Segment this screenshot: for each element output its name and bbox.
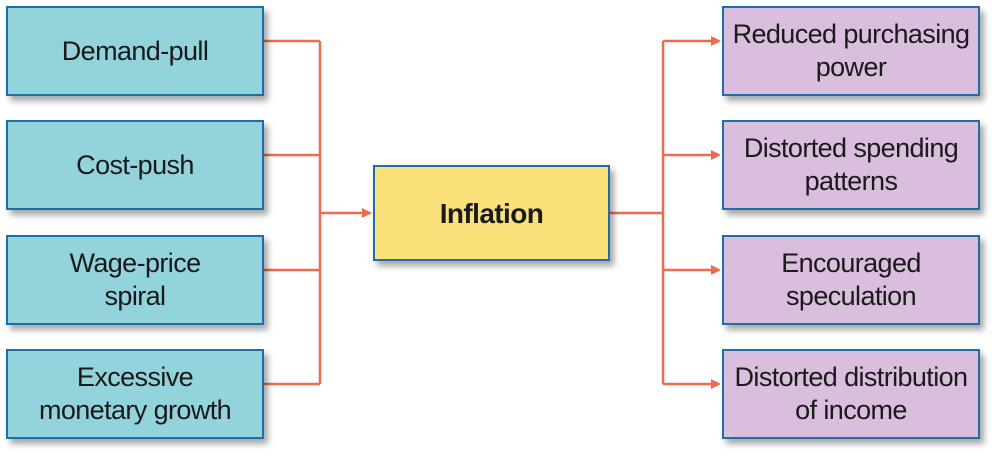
cause-box-excessive-monetary-growth: Excessive monetary growth xyxy=(6,349,264,439)
effect-label-line: of income xyxy=(795,395,907,425)
effect-label-line: patterns xyxy=(804,166,898,196)
effect-label-line: Distorted distribution xyxy=(734,362,969,392)
effect-label-line: Encouraged xyxy=(781,248,921,278)
cause-label-line: Wage-price xyxy=(69,248,201,278)
effect-box-reduced-purchasing-power: Reduced purchasing power xyxy=(722,6,980,96)
cause-box-cost-push: Cost-push xyxy=(6,120,264,210)
cause-box-wage-price-spiral: Wage-price spiral xyxy=(6,235,264,325)
center-label: Inflation xyxy=(439,197,544,229)
cause-box-demand-pull: Demand-pull xyxy=(6,6,264,96)
effect-box-distorted-distribution-of-income: Distorted distribution of income xyxy=(722,349,980,439)
effect-box-distorted-spending-patterns: Distorted spending patterns xyxy=(722,120,980,210)
cause-label-line: Excessive xyxy=(76,362,194,392)
cause-label-line: spiral xyxy=(104,281,167,311)
effect-label-line: Distorted spending xyxy=(743,133,959,163)
effect-label-line: power xyxy=(815,52,887,82)
effect-label-line: speculation xyxy=(786,281,917,311)
cause-label-line: Cost-push xyxy=(76,149,194,180)
effect-label-line: Reduced purchasing xyxy=(732,19,970,49)
cause-label-line: Demand-pull xyxy=(61,35,209,66)
center-box-inflation: Inflation xyxy=(373,165,610,261)
cause-label-line: monetary growth xyxy=(38,395,232,425)
effect-box-encouraged-speculation: Encouraged speculation xyxy=(722,235,980,325)
